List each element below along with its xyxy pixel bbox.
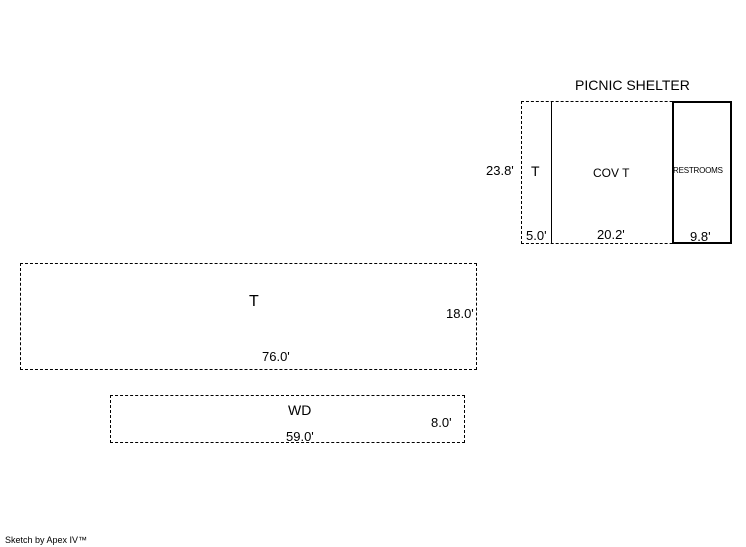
wood-deck-depth: 8.0' xyxy=(431,415,452,430)
wood-deck-width: 59.0' xyxy=(286,429,314,444)
terrace-label: T xyxy=(249,293,259,310)
shelter-t-width: 5.0' xyxy=(526,228,547,243)
terrace-outline xyxy=(20,263,477,370)
shelter-divider xyxy=(551,101,552,244)
shelter-height-dimension: 23.8' xyxy=(486,163,514,178)
shelter-t-label: T xyxy=(531,163,540,179)
restrooms-width: 9.8' xyxy=(690,229,711,244)
wood-deck-outline xyxy=(110,395,465,443)
covered-terrace-width: 20.2' xyxy=(597,227,625,242)
terrace-width: 76.0' xyxy=(262,349,290,364)
restrooms-label: RESTROOMS xyxy=(673,166,723,175)
wood-deck-label: WD xyxy=(288,402,312,418)
sketch-credit: Sketch by Apex IV™ xyxy=(5,535,88,545)
restrooms-room xyxy=(672,101,732,244)
terrace-depth: 18.0' xyxy=(446,306,474,321)
shelter-title: PICNIC SHELTER xyxy=(575,77,690,93)
covered-terrace-label: COV T xyxy=(593,166,630,180)
